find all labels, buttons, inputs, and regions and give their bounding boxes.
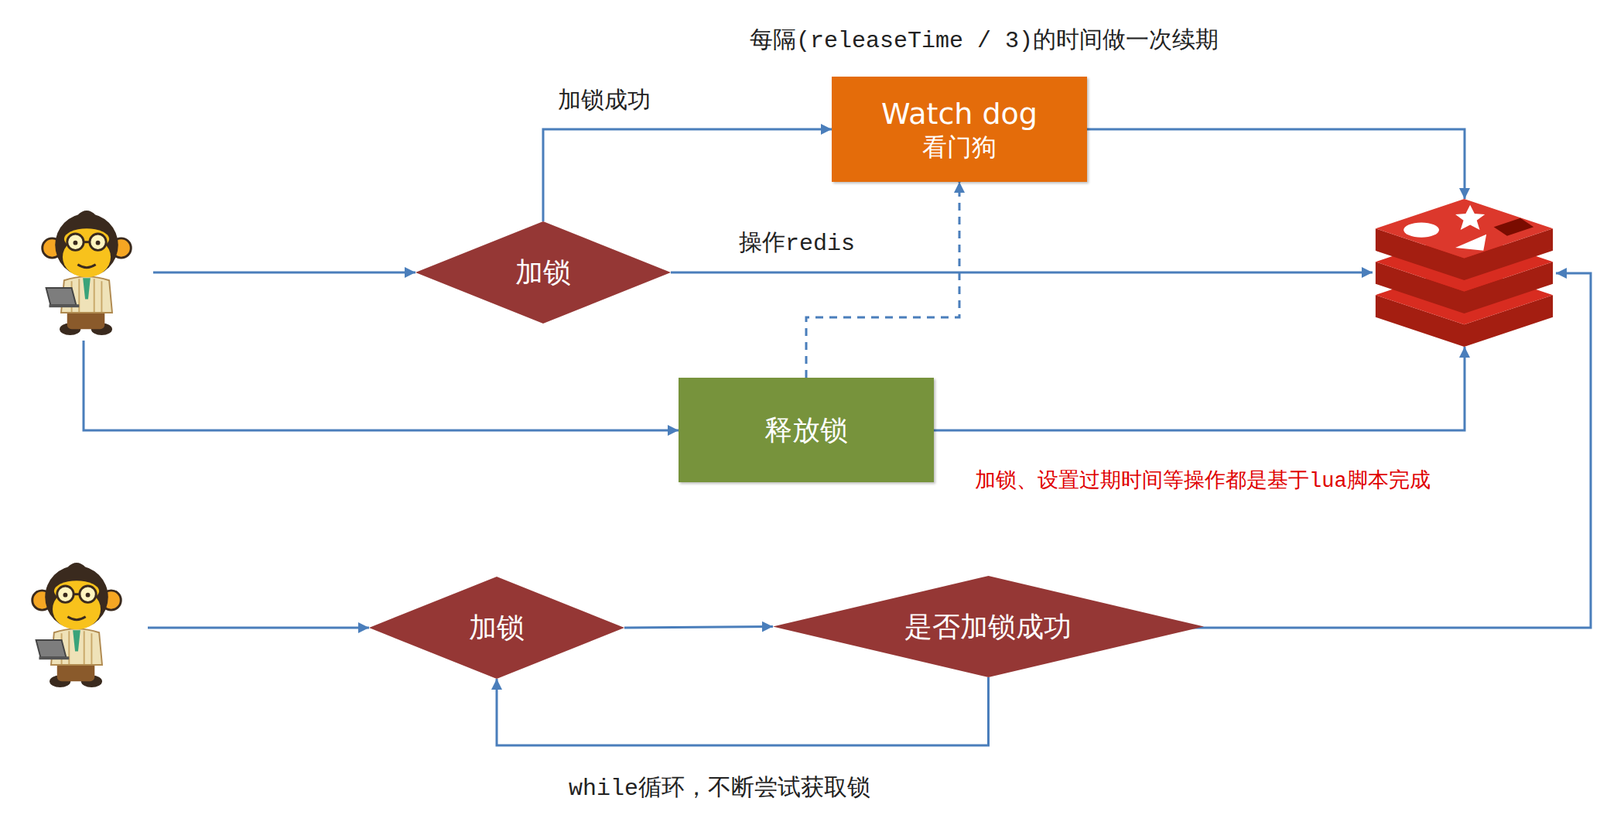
process-box: 释放锁: [678, 377, 934, 483]
flow-line: [1190, 273, 1591, 628]
node-text: 加锁: [515, 255, 571, 289]
decision-diamond: 加锁: [369, 576, 625, 679]
diamond-fill: [415, 221, 671, 324]
decision-diamond: 是否加锁成功: [772, 575, 1204, 677]
flow-arrow: [806, 181, 960, 378]
flow-arrow: [543, 129, 832, 222]
flow-line: [153, 271, 416, 274]
flow-line: [933, 346, 1465, 431]
flow-lines: [83, 129, 1591, 628]
node-text: 释放锁: [764, 413, 848, 447]
diamond-fill: [772, 575, 1204, 677]
node-text: 看门狗: [922, 132, 997, 162]
redis-icon: [1375, 198, 1553, 347]
flow-line: [147, 626, 370, 630]
annotation-label: 每隔(releaseTime / 3)的时间做一次续期: [749, 15, 1222, 67]
flow-arrow: [624, 625, 773, 628]
edge-label: 加锁成功: [557, 86, 651, 117]
flow-line: [670, 271, 1373, 274]
node-text: 加锁: [468, 610, 525, 644]
annotation-label: 操作redis: [738, 229, 855, 260]
decision-diamond: 加锁: [415, 221, 671, 324]
node-text: Watch dog: [881, 96, 1038, 133]
note-text: 加锁、设置过期时间等操作都是基于lua脚本完成: [974, 468, 1431, 496]
node-text: 是否加锁成功: [904, 609, 1072, 643]
programmer-icon: [42, 210, 132, 336]
diamond-fill: [369, 576, 625, 679]
flow-line: [83, 340, 679, 431]
process-box: Watch dog看门狗: [831, 76, 1088, 182]
flow-arrow: [496, 676, 989, 746]
programmer-icon: [32, 562, 122, 688]
edge-label: while循环，不断尝试获取锁: [568, 773, 871, 804]
flow-line: [1087, 129, 1465, 199]
